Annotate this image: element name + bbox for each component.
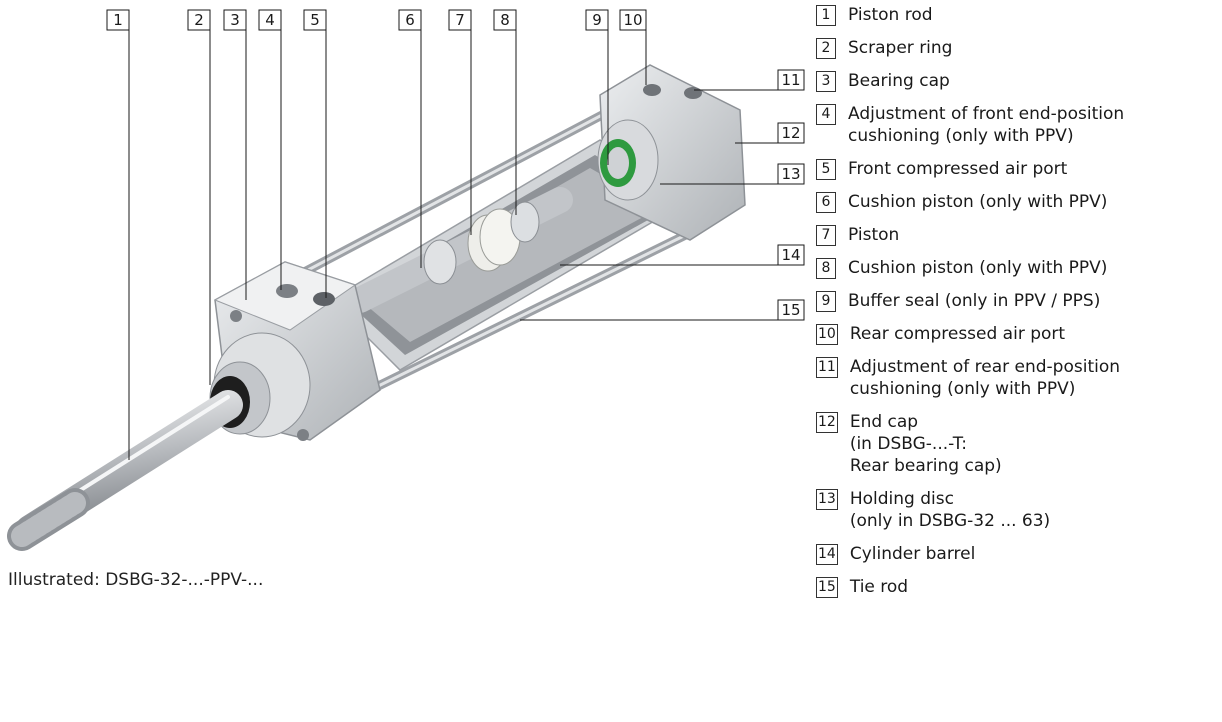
svg-text:8: 8: [500, 11, 510, 29]
svg-text:10: 10: [623, 11, 642, 29]
legend-label: Bearing cap: [848, 71, 950, 91]
callouts: 1 2 3 4 5 6 7: [106, 9, 805, 460]
legend-item: 10 Rear compressed air port: [816, 323, 1216, 345]
callout-13: 13: [660, 163, 805, 185]
piston-rod: [7, 390, 243, 551]
svg-text:5: 5: [310, 11, 320, 29]
legend-number: 2: [816, 38, 836, 59]
callout-2: 2: [187, 9, 211, 385]
svg-text:15: 15: [781, 301, 800, 319]
callout-8: 8: [493, 9, 517, 215]
callout-4: 4: [258, 9, 282, 290]
legend-number: 8: [816, 258, 836, 279]
callout-1: 1: [106, 9, 130, 460]
legend-item: 6 Cushion piston (only with PPV): [816, 191, 1216, 213]
legend-label: Buffer seal (only in PPV / PPS): [848, 291, 1101, 311]
legend-number: 7: [816, 225, 836, 246]
legend-label: Tie rod: [849, 577, 909, 597]
svg-text:11: 11: [781, 71, 800, 89]
svg-text:14: 14: [781, 246, 800, 264]
callout-12: 12: [735, 122, 805, 144]
svg-text:3: 3: [230, 11, 240, 29]
legend-item: 8 Cushion piston (only with PPV): [816, 257, 1216, 279]
legend-label: Cylinder barrel: [849, 544, 976, 564]
bearing-cap: [209, 261, 381, 441]
callout-5: 5: [303, 9, 327, 298]
legend-number: 10: [816, 324, 838, 345]
legend-label: Holding disc (only in DSBG-32 ... 63): [849, 489, 1051, 531]
callout-7: 7: [448, 9, 472, 235]
legend-number: 15: [816, 577, 838, 598]
callout-9: 9: [585, 9, 609, 165]
legend-item: 5 Front compressed air port: [816, 158, 1216, 180]
legend-label: Piston rod: [848, 5, 933, 25]
svg-text:9: 9: [592, 11, 602, 29]
legend-item: 9 Buffer seal (only in PPV / PPS): [816, 290, 1216, 312]
callout-11: 11: [694, 69, 805, 91]
legend-item: 7 Piston: [816, 224, 1216, 246]
figure-caption: Illustrated: DSBG-32-...-PPV-...: [8, 570, 264, 590]
legend-item: 2 Scraper ring: [816, 37, 1216, 59]
legend-label: Scraper ring: [848, 38, 953, 58]
legend-item: 13 Holding disc (only in DSBG-32 ... 63): [816, 488, 1216, 532]
callout-14: 14: [560, 244, 805, 266]
legend-number: 13: [816, 489, 838, 510]
parts-legend: 1 Piston rod 2 Scraper ring 3 Bearing cap 4…: [816, 4, 1216, 609]
legend-item: 12 End cap (in DSBG-...-T: Rear bearing c…: [816, 411, 1216, 477]
svg-text:1: 1: [113, 11, 123, 29]
svg-text:7: 7: [455, 11, 465, 29]
end-cap: [597, 64, 746, 241]
legend-item: 4 Adjustment of front end-position cushio…: [816, 103, 1216, 147]
inner-assembly: [347, 187, 573, 313]
callout-10: 10: [619, 9, 647, 85]
svg-text:2: 2: [194, 11, 204, 29]
cylinder-drawing: 1 2 3 4 5 6 7: [7, 9, 805, 551]
legend-label: Adjustment of rear end-position cushioni…: [849, 357, 1121, 399]
legend-label: Piston: [848, 225, 900, 245]
legend-label: End cap (in DSBG-...-T: Rear bearing cap…: [849, 412, 1002, 476]
legend-number: 4: [816, 104, 836, 125]
legend-number: 14: [816, 544, 838, 565]
legend-number: 3: [816, 71, 836, 92]
svg-text:4: 4: [265, 11, 275, 29]
svg-text:6: 6: [405, 11, 415, 29]
legend-number: 6: [816, 192, 836, 213]
legend-label: Front compressed air port: [848, 159, 1068, 179]
tie-rods: [265, 90, 705, 400]
legend-label: Rear compressed air port: [849, 324, 1066, 344]
svg-text:13: 13: [781, 165, 800, 183]
callout-15: 15: [520, 299, 805, 321]
legend-number: 5: [816, 159, 836, 180]
legend-item: 14 Cylinder barrel: [816, 543, 1216, 565]
legend-number: 1: [816, 5, 836, 26]
callout-3: 3: [223, 9, 247, 300]
legend-item: 11 Adjustment of rear end-position cushio…: [816, 356, 1216, 400]
legend-label: Cushion piston (only with PPV): [848, 192, 1108, 212]
legend-item: 15 Tie rod: [816, 576, 1216, 598]
svg-text:12: 12: [781, 124, 800, 142]
legend-item: 1 Piston rod: [816, 4, 1216, 26]
legend-number: 12: [816, 412, 838, 433]
legend-label: Adjustment of front end-position cushion…: [848, 104, 1125, 146]
legend-label: Cushion piston (only with PPV): [848, 258, 1108, 278]
cylinder-illustration: 1 2 3 4 5 6 7: [7, 9, 805, 551]
legend-number: 9: [816, 291, 836, 312]
legend-item: 3 Bearing cap: [816, 70, 1216, 92]
callout-6: 6: [398, 9, 422, 268]
legend-number: 11: [816, 357, 838, 378]
